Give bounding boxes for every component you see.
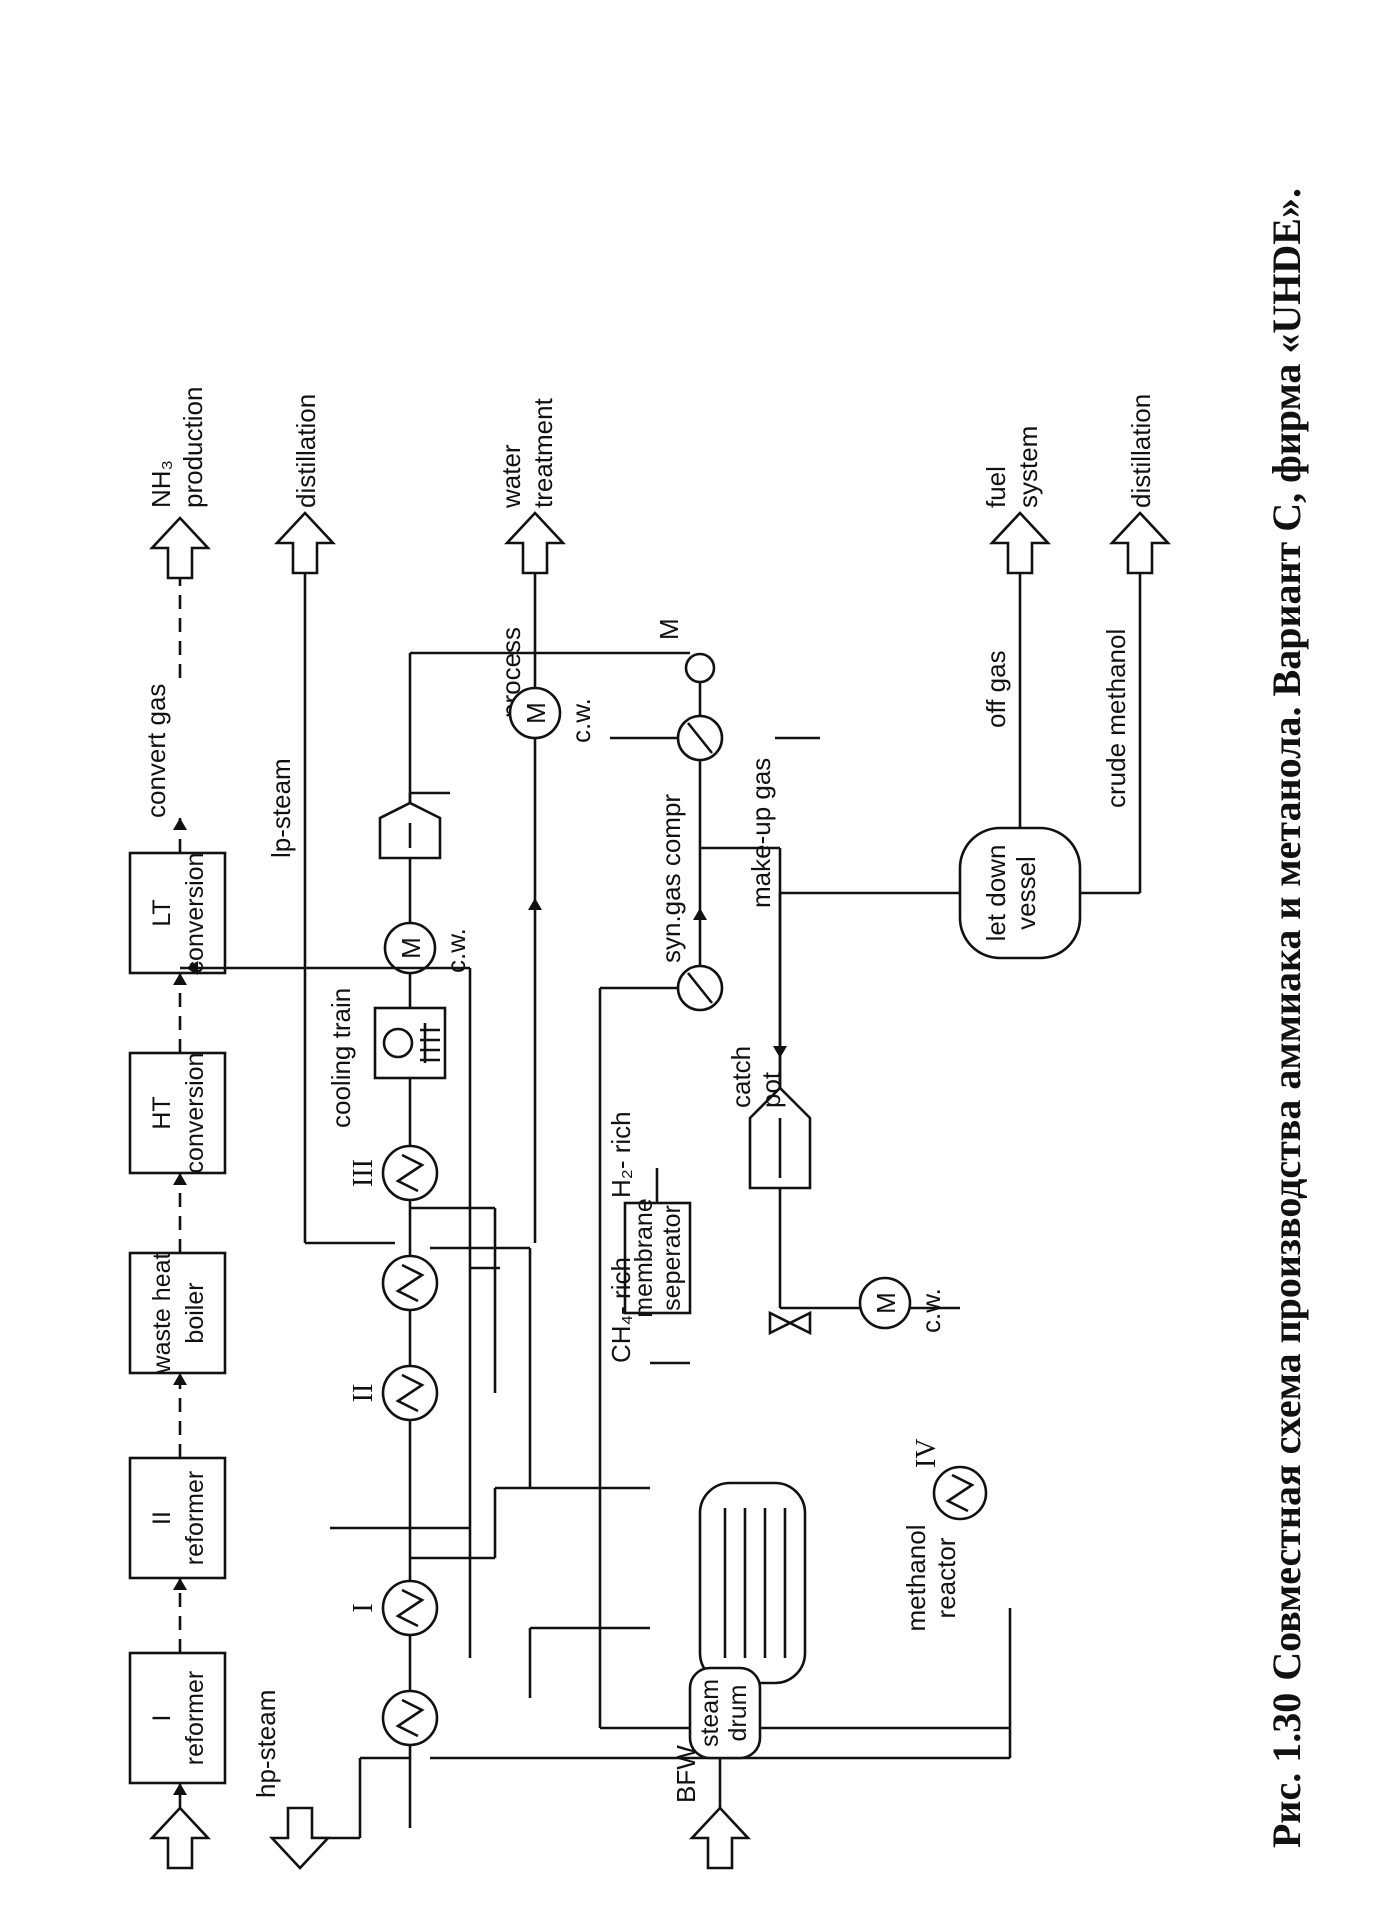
let-down-label: let down	[981, 845, 1011, 942]
membrane-separator: membrane seperator	[623, 1168, 692, 1365]
waste-heat-boiler: waste heat boiler	[128, 1251, 227, 1374]
cooler-2-m: M	[521, 702, 551, 724]
bfw-label: BFW	[671, 1745, 701, 1803]
reformer-2: II reformer	[128, 1456, 227, 1580]
reformer-1: I reformer	[128, 1651, 227, 1785]
vessel-label: vessel	[1011, 856, 1041, 930]
crude-methanol-label: crude methanol	[1101, 629, 1131, 808]
methanol-reactor-label-a: methanol	[901, 1525, 931, 1632]
syn-gas-compr-label: syn.gas compr	[656, 794, 686, 963]
catch-label: catch	[726, 1046, 756, 1108]
water-treatment-arrow	[504, 511, 566, 575]
cooler-1: M	[383, 921, 437, 975]
feed-inlet-arrow	[149, 1806, 211, 1870]
cooler-3: M	[858, 1276, 912, 1330]
catch-pot	[748, 1086, 812, 1190]
cooler-3-m: M	[871, 1292, 901, 1314]
cooler-2: M	[508, 686, 562, 740]
exchanger-lp-steam	[381, 1254, 439, 1312]
lp-steam-label: lp-steam	[266, 758, 296, 858]
letdown-lines	[778, 573, 1142, 1088]
distillation-bottom-arrow	[1109, 511, 1171, 575]
membrane-label-b: seperator	[658, 1205, 686, 1311]
ch4-rich-label: CH₄- rich	[606, 1257, 636, 1363]
syn-gas-compressor	[676, 652, 724, 1012]
bfw-inlet-arrow	[689, 1806, 751, 1870]
exchanger-iv-label: IV	[911, 1438, 942, 1468]
waste-heat-boiler-label-b: boiler	[181, 1282, 209, 1343]
main-gas-line	[173, 578, 187, 1808]
cooling-train	[373, 1006, 447, 1080]
cooler-2-cw: c.w.	[566, 698, 596, 743]
nh3-label: NH₃	[146, 460, 176, 508]
hp-steam-line	[300, 1756, 410, 1840]
h2-rich-label: H₂- rich	[606, 1111, 636, 1198]
steam-drum: steam drum	[688, 1666, 762, 1760]
distillation-top-arrow	[274, 511, 336, 575]
water-label: water	[496, 444, 526, 509]
lt-conversion-label-a: LT	[148, 899, 176, 926]
distillation-top-label: distillation	[291, 394, 321, 508]
hp-steam-arrow	[269, 1806, 331, 1870]
steam-drum-label-a: steam	[696, 1679, 724, 1747]
nh3-production-label: production	[178, 387, 208, 508]
membrane-label-a: membrane	[630, 1198, 658, 1318]
hp-steam-label: hp-steam	[251, 1690, 281, 1798]
reformer-2-label-a: II	[148, 1511, 176, 1525]
cooler-3-cw: c.w.	[916, 1288, 946, 1333]
nh3-outlet-arrow	[149, 516, 211, 580]
exchanger-ii-label: II	[348, 1384, 379, 1403]
reformer-1-label-b: reformer	[181, 1671, 209, 1765]
lp-steam-line	[274, 511, 395, 1245]
exchanger-i	[381, 1579, 439, 1637]
cooler-1-cw: c.w.	[441, 928, 471, 973]
methanol-reactor-label-b: reactor	[931, 1537, 961, 1618]
lt-conversion-label-b: conversion	[181, 853, 209, 974]
exchanger-iii-label: III	[348, 1159, 379, 1187]
treatment-label: treatment	[528, 397, 558, 508]
exchanger-iii	[381, 1144, 439, 1202]
exchanger-hp-steam	[381, 1689, 439, 1747]
steam-side-lines	[180, 961, 650, 1698]
make-up-gas-label: make-up gas	[746, 758, 776, 908]
off-gas-label: off gas	[981, 650, 1011, 728]
cooler-1-m: M	[396, 937, 426, 959]
convert-gas-label: convert gas	[141, 684, 171, 818]
ht-conversion-label-b: conversion	[181, 1053, 209, 1174]
reformer-2-label-b: reformer	[181, 1471, 209, 1565]
caption-number: Рис. 1.30	[1264, 1693, 1309, 1848]
distillation-bottom-label: distillation	[1126, 394, 1156, 508]
figure-caption: Рис. 1.30 Совместная схема производства а…	[1264, 188, 1309, 1848]
ht-conversion-label-a: HT	[148, 1096, 176, 1129]
fuel-system-arrow	[989, 511, 1051, 575]
reformer-1-label-a: I	[148, 1715, 176, 1722]
system-label: system	[1013, 426, 1043, 508]
control-valve	[768, 1310, 812, 1336]
gas-separator	[378, 793, 442, 860]
fuel-label: fuel	[981, 466, 1011, 508]
methanol-reactor	[698, 1481, 807, 1685]
process-water-line	[504, 511, 566, 1243]
motor-label: M	[654, 618, 684, 640]
exchanger-ii	[381, 1364, 439, 1422]
cooling-train-label: cooling train	[326, 988, 356, 1128]
pot-label: pot	[756, 1071, 786, 1108]
exchanger-iv	[932, 1465, 988, 1521]
exchanger-i-label: I	[348, 1603, 379, 1612]
waste-heat-boiler-label-a: waste heat	[148, 1252, 176, 1374]
caption-text: Совместная схема производства аммиака и …	[1264, 188, 1309, 1681]
steam-drum-label-b: drum	[724, 1685, 752, 1742]
lt-conversion: LT conversion	[128, 851, 227, 975]
ht-conversion: HT conversion	[128, 1051, 227, 1175]
